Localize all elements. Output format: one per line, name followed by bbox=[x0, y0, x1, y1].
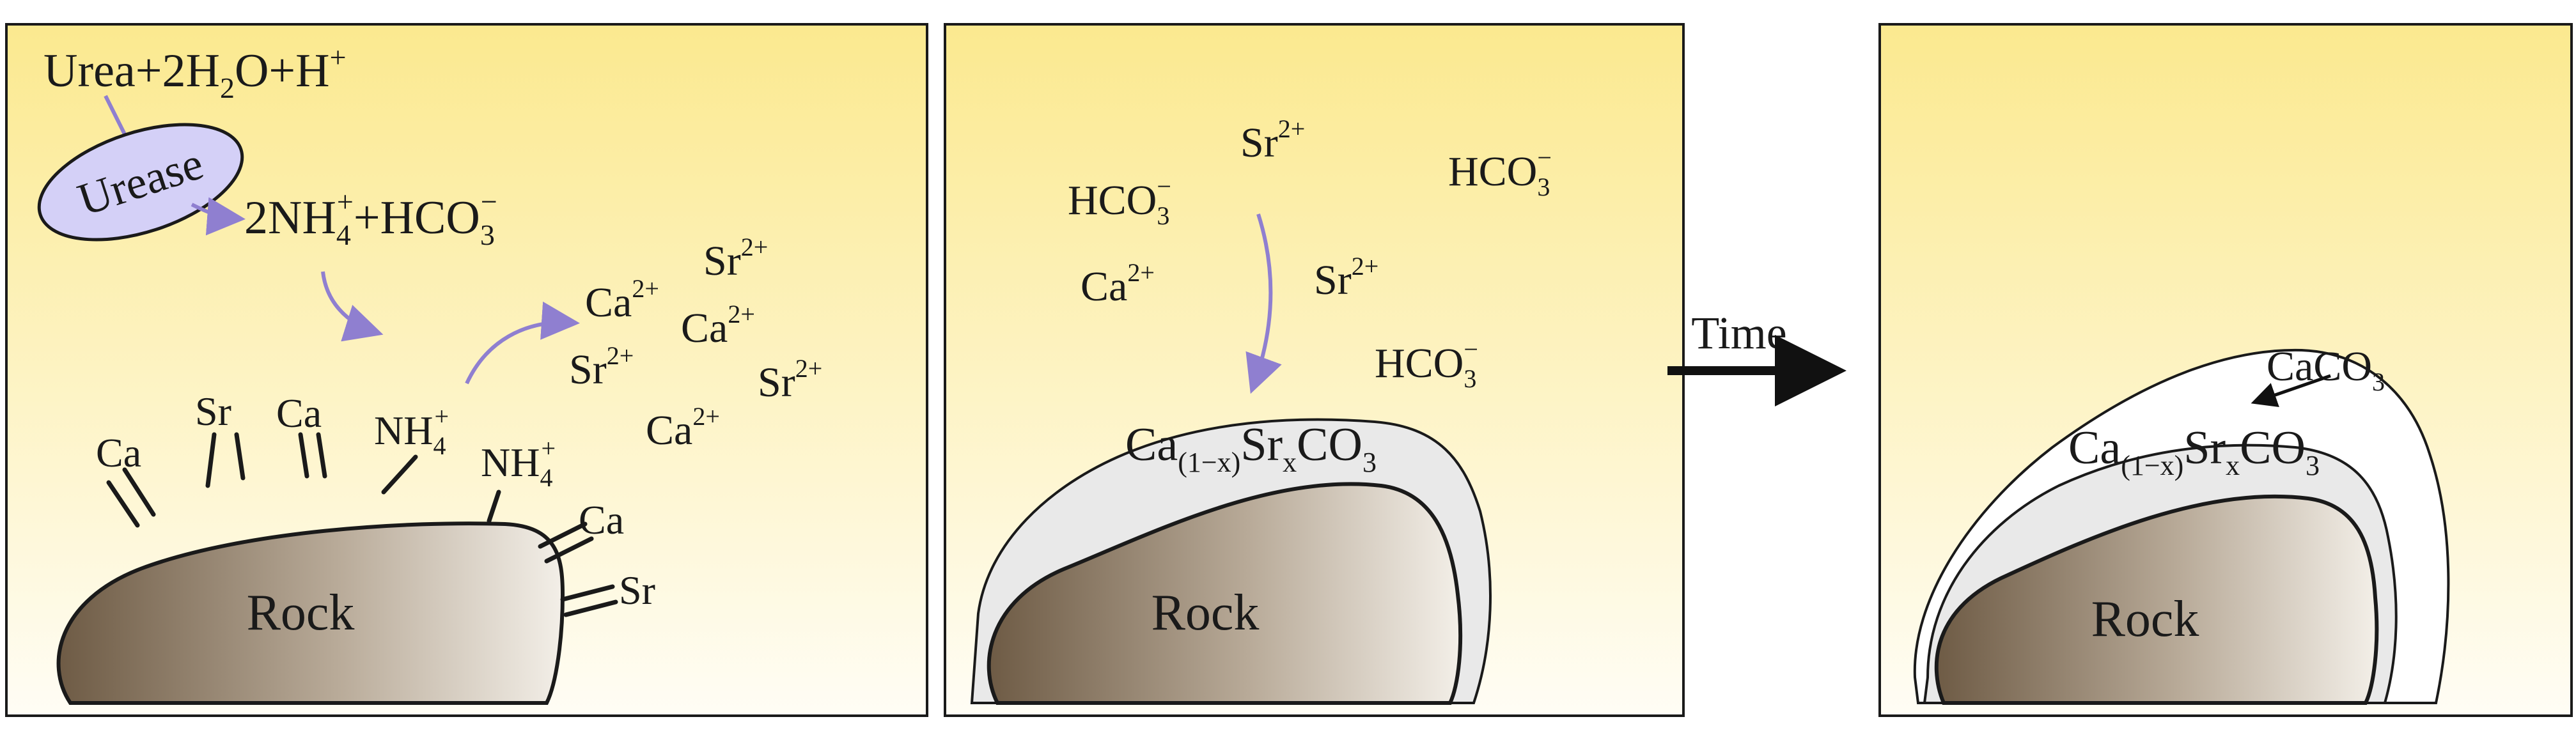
rock-label-3: Rock bbox=[2091, 591, 2199, 647]
surface-ammonium-1: NH4+ bbox=[374, 402, 449, 460]
rock-label: Rock bbox=[247, 585, 355, 641]
bond-ca-3a bbox=[538, 521, 588, 549]
panel-1: Rock Urea+2H2O+H+ Urease 2NH4++HCO3− Ca … bbox=[5, 23, 928, 717]
rock-shape-3 bbox=[1934, 494, 2379, 705]
ion-ca-4: Ca2+ bbox=[1081, 258, 1155, 310]
surface-ca-1: Ca bbox=[96, 430, 141, 475]
surface-sr-1: Sr bbox=[195, 389, 231, 434]
urea-connector bbox=[104, 95, 130, 142]
panel-2: Rock Ca(1−x)SrxCO3 HCO3− Sr2+ HCO3− Ca2+… bbox=[944, 23, 1685, 717]
calcite-label: CaCO3 bbox=[2267, 343, 2385, 396]
rock-label-2: Rock bbox=[1151, 585, 1260, 641]
bond-ca-2a bbox=[298, 432, 309, 479]
ion-sr-3: Sr2+ bbox=[758, 354, 822, 406]
surface-ca-3: Ca bbox=[579, 497, 624, 543]
ion-ca-3: Ca2+ bbox=[646, 402, 720, 454]
ion-sr-1: Sr2+ bbox=[703, 233, 768, 284]
surface-ca-2: Ca bbox=[276, 390, 322, 436]
ion-ca-2: Ca2+ bbox=[681, 300, 755, 351]
surface-ammonium-2: NH4+ bbox=[481, 434, 556, 492]
bond-ca-1b bbox=[106, 480, 140, 528]
bond-ca-2b bbox=[316, 432, 327, 479]
layer-formula-3: Ca(1−x)SrxCO3 bbox=[2068, 422, 2320, 481]
bond-sr-1b bbox=[234, 432, 246, 481]
ion-sr-4: Sr2+ bbox=[1240, 114, 1305, 166]
bond-nh4-2 bbox=[487, 490, 501, 523]
ion-hco3-2: HCO3− bbox=[1448, 143, 1552, 201]
urease-to-products-arrow bbox=[191, 197, 246, 236]
ammonium-to-ions-arrow bbox=[465, 301, 580, 385]
bond-ca-1a bbox=[122, 467, 156, 517]
bond-ca-3b bbox=[544, 536, 594, 564]
bond-sr-2a bbox=[560, 584, 615, 602]
ion-sr-5: Sr2+ bbox=[1314, 252, 1378, 304]
panel-3: Rock Ca(1−x)SrxCO3 CaCO3 bbox=[1878, 23, 2573, 717]
calcite-pointer-arrow bbox=[2251, 374, 2331, 408]
ion-sr-2: Sr2+ bbox=[569, 341, 634, 393]
time-transition: Time bbox=[1667, 307, 1846, 406]
precipitation-arrow bbox=[1245, 213, 1282, 394]
rock-shape bbox=[56, 521, 565, 705]
ion-hco3-1: HCO3− bbox=[1068, 172, 1171, 230]
bond-sr-1a bbox=[205, 432, 217, 488]
products-to-ammonium-arrow bbox=[321, 271, 384, 342]
ion-ca-1: Ca2+ bbox=[585, 274, 659, 326]
rock-shape-2 bbox=[987, 482, 1463, 705]
bond-sr-2b bbox=[563, 599, 618, 617]
time-label: Time bbox=[1691, 307, 1786, 359]
urease-enzyme-shape bbox=[37, 123, 244, 242]
reaction-equation: Urea+2H2O+H+ bbox=[43, 41, 347, 104]
ion-hco3-3: HCO3− bbox=[1375, 335, 1478, 393]
layer-formula-2: Ca(1−x)SrxCO3 bbox=[1125, 419, 1377, 478]
products-text: 2NH4++HCO3− bbox=[244, 185, 497, 251]
bond-nh4-1 bbox=[381, 454, 418, 495]
surface-sr-2: Sr bbox=[619, 567, 655, 613]
